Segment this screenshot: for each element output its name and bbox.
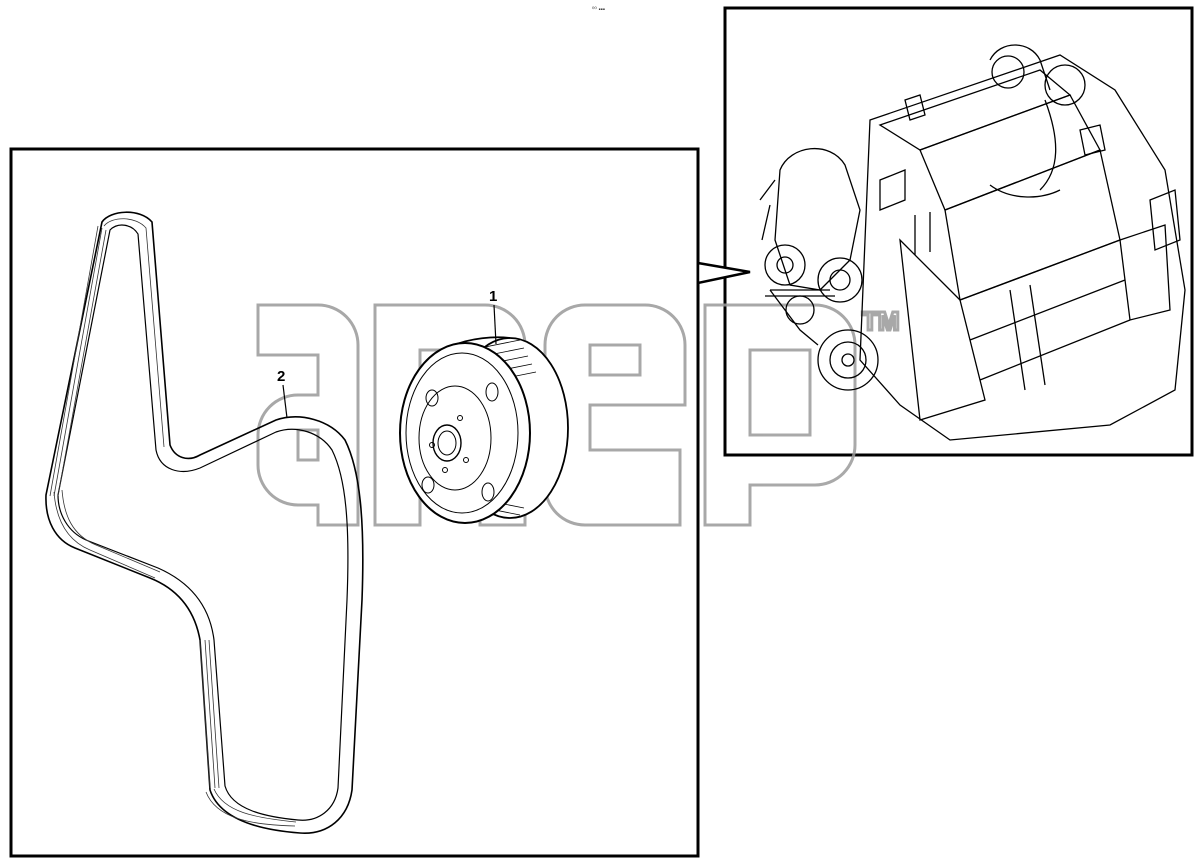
detail-frame — [9, 147, 700, 858]
callout-1: 1 — [489, 288, 497, 345]
watermark: TM — [256, 303, 901, 527]
inset-frame — [723, 6, 1194, 457]
pulley — [399, 336, 569, 524]
callout-1-label: 1 — [489, 288, 497, 305]
engine-assembly — [759, 44, 1186, 441]
header-mark: ⁰⁰ ▪▪▪ — [592, 6, 605, 13]
watermark-tm: TM — [862, 306, 900, 336]
callout-1-leader — [493, 304, 497, 345]
callout-2-label: 2 — [277, 368, 285, 385]
callout-2: 2 — [277, 368, 288, 419]
inset-pointer — [696, 261, 751, 285]
serpentine-belt — [45, 211, 364, 834]
callout-2-leader — [282, 384, 288, 419]
